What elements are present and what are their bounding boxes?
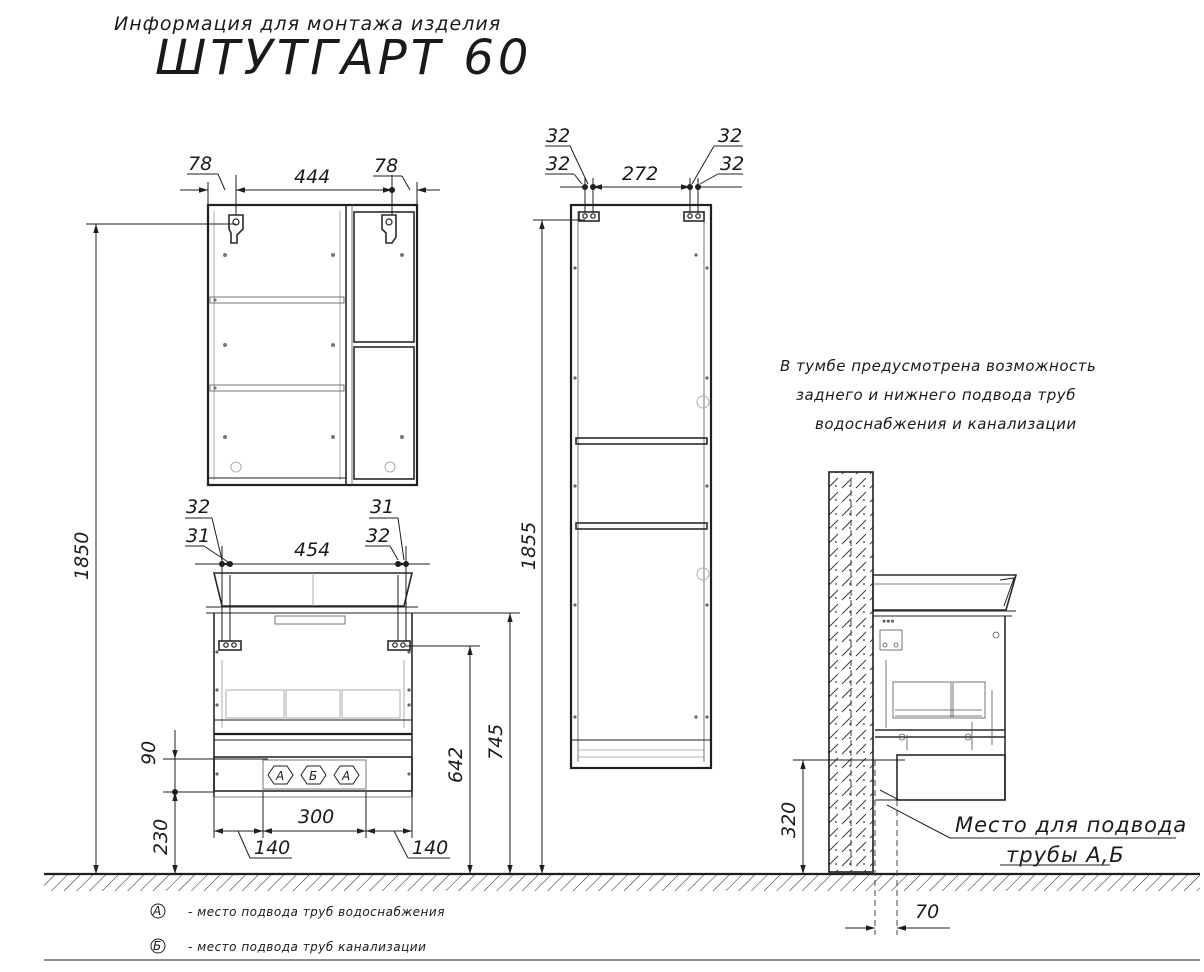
note-line-2: заднего и нижнего подвода труб [796, 386, 1076, 404]
wall-cabinet: 78 444 78 1850 [71, 153, 440, 874]
dim-wall-width: 444 [294, 166, 330, 188]
dim-tall-right-bottom: 32 [720, 153, 744, 175]
dim-tall-height: 1855 [518, 522, 540, 570]
svg-text:А: А [275, 769, 284, 783]
svg-text:▪▪▪: ▪▪▪ [882, 617, 895, 625]
dim-vanity-left-b: 31 [186, 525, 210, 547]
dim-tall-left-top: 32 [546, 125, 570, 147]
svg-text:А: А [341, 769, 350, 783]
legend-item-sewer: Б - место подвода труб канализации [150, 938, 426, 954]
callout-line-2: трубы А,Б [1006, 843, 1125, 867]
legend-text-sewer: - место подвода труб канализации [188, 940, 426, 954]
tall-cabinet: 32 32 272 32 32 1855 [518, 125, 744, 874]
dim-vanity-left-a: 32 [186, 496, 210, 518]
dim-vanity-right-b: 32 [366, 525, 390, 547]
wall-cabinet-body [206, 203, 419, 487]
dim-tall-right-top: 32 [718, 125, 742, 147]
dim-right-inlet: 140 [412, 837, 448, 859]
drawing-subtitle: Информация для монтажа изделия [114, 13, 501, 35]
dim-wall-left-offset: 78 [188, 153, 212, 175]
floor [44, 872, 1200, 961]
dim-wall-height: 1850 [71, 532, 93, 580]
callout-line-1: Место для подвода [955, 813, 1187, 837]
pipe-note: В тумбе предусмотрена возможность заднег… [780, 357, 1096, 433]
dim-side-depth: 70 [915, 901, 939, 923]
tall-cabinet-body [569, 203, 713, 770]
dim-wall-right-offset: 78 [374, 155, 398, 177]
legend-symbol-a [150, 903, 166, 919]
note-line-3: водоснабжения и канализации [815, 415, 1077, 433]
legend-symbol-b [150, 938, 166, 954]
inlet-marker-a-left: А [267, 765, 294, 785]
dim-inlet-height: 230 [150, 819, 172, 855]
drawing-title: ШТУТГАРТ 60 [155, 30, 532, 86]
inlet-marker-a-right: А [333, 765, 360, 785]
note-line-1: В тумбе предусмотрена возможность [780, 357, 1096, 375]
dim-inlet-pitch: 90 [138, 741, 160, 765]
dim-bracket-height: 642 [445, 747, 467, 783]
dim-vanity-right-a: 31 [370, 496, 394, 518]
legend-item-water: А - место подвода труб водоснабжения [150, 903, 445, 919]
vanity: А Б А 32 31 454 31 32 [138, 496, 520, 874]
inlet-marker-b: Б [300, 765, 327, 785]
dim-inlet-span: 300 [298, 806, 334, 828]
dim-vanity-width: 454 [294, 539, 330, 561]
dim-tall-left-bottom: 32 [546, 153, 570, 175]
legend-text-water: - место подвода труб водоснабжения [188, 905, 445, 919]
dim-tall-width: 272 [622, 163, 658, 185]
svg-text:Б: Б [153, 939, 161, 953]
svg-text:Б: Б [309, 769, 317, 783]
legend: А - место подвода труб водоснабжения Б -… [150, 903, 445, 954]
inlet-markers: А Б А [267, 765, 360, 785]
dim-side-height: 320 [778, 802, 800, 838]
header: Информация для монтажа изделия ШТУТГАРТ … [114, 13, 532, 86]
side-view: ▪▪▪ 320 70 Место для подвода трубы А,Б [778, 471, 1187, 935]
dim-left-inlet: 140 [254, 837, 290, 859]
svg-text:А: А [152, 904, 161, 918]
dim-vanity-total-height: 745 [485, 724, 507, 760]
